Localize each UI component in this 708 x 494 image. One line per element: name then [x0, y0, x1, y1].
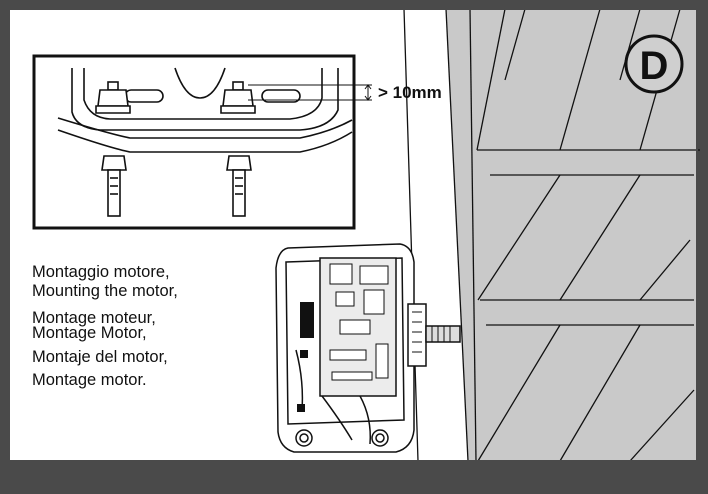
badge-letter: D: [640, 44, 669, 88]
gate-wall-lines: [403, 8, 700, 462]
caption: Montaggio motore, Mounting the motor, Mo…: [32, 263, 178, 389]
caption-line-en: Mounting the motor,: [32, 282, 178, 300]
wall-shading: [446, 9, 697, 461]
caption-line-es: Montaje del motor,: [32, 348, 168, 366]
caption-line-fr: Montage moteur,: [32, 309, 156, 327]
motor-unit: [275, 243, 461, 453]
left-bolt: [95, 81, 131, 217]
dimension-annotation: [248, 84, 372, 101]
inset-border: [32, 54, 356, 230]
caption-line-nl: Montage motor.: [32, 371, 147, 389]
panel-border: [8, 8, 698, 462]
step-badge: D: [624, 34, 684, 94]
dimension-label: > 10mm: [378, 83, 442, 102]
caption-line-de: Montage Motor,: [32, 324, 147, 342]
right-bolt: [220, 81, 256, 217]
pinion-gear: [407, 303, 427, 367]
inset-detail: [32, 54, 356, 230]
caption-line-it: Montaggio motore,: [32, 263, 170, 281]
drive-shaft: [425, 325, 461, 343]
badge-circle: [624, 34, 684, 94]
